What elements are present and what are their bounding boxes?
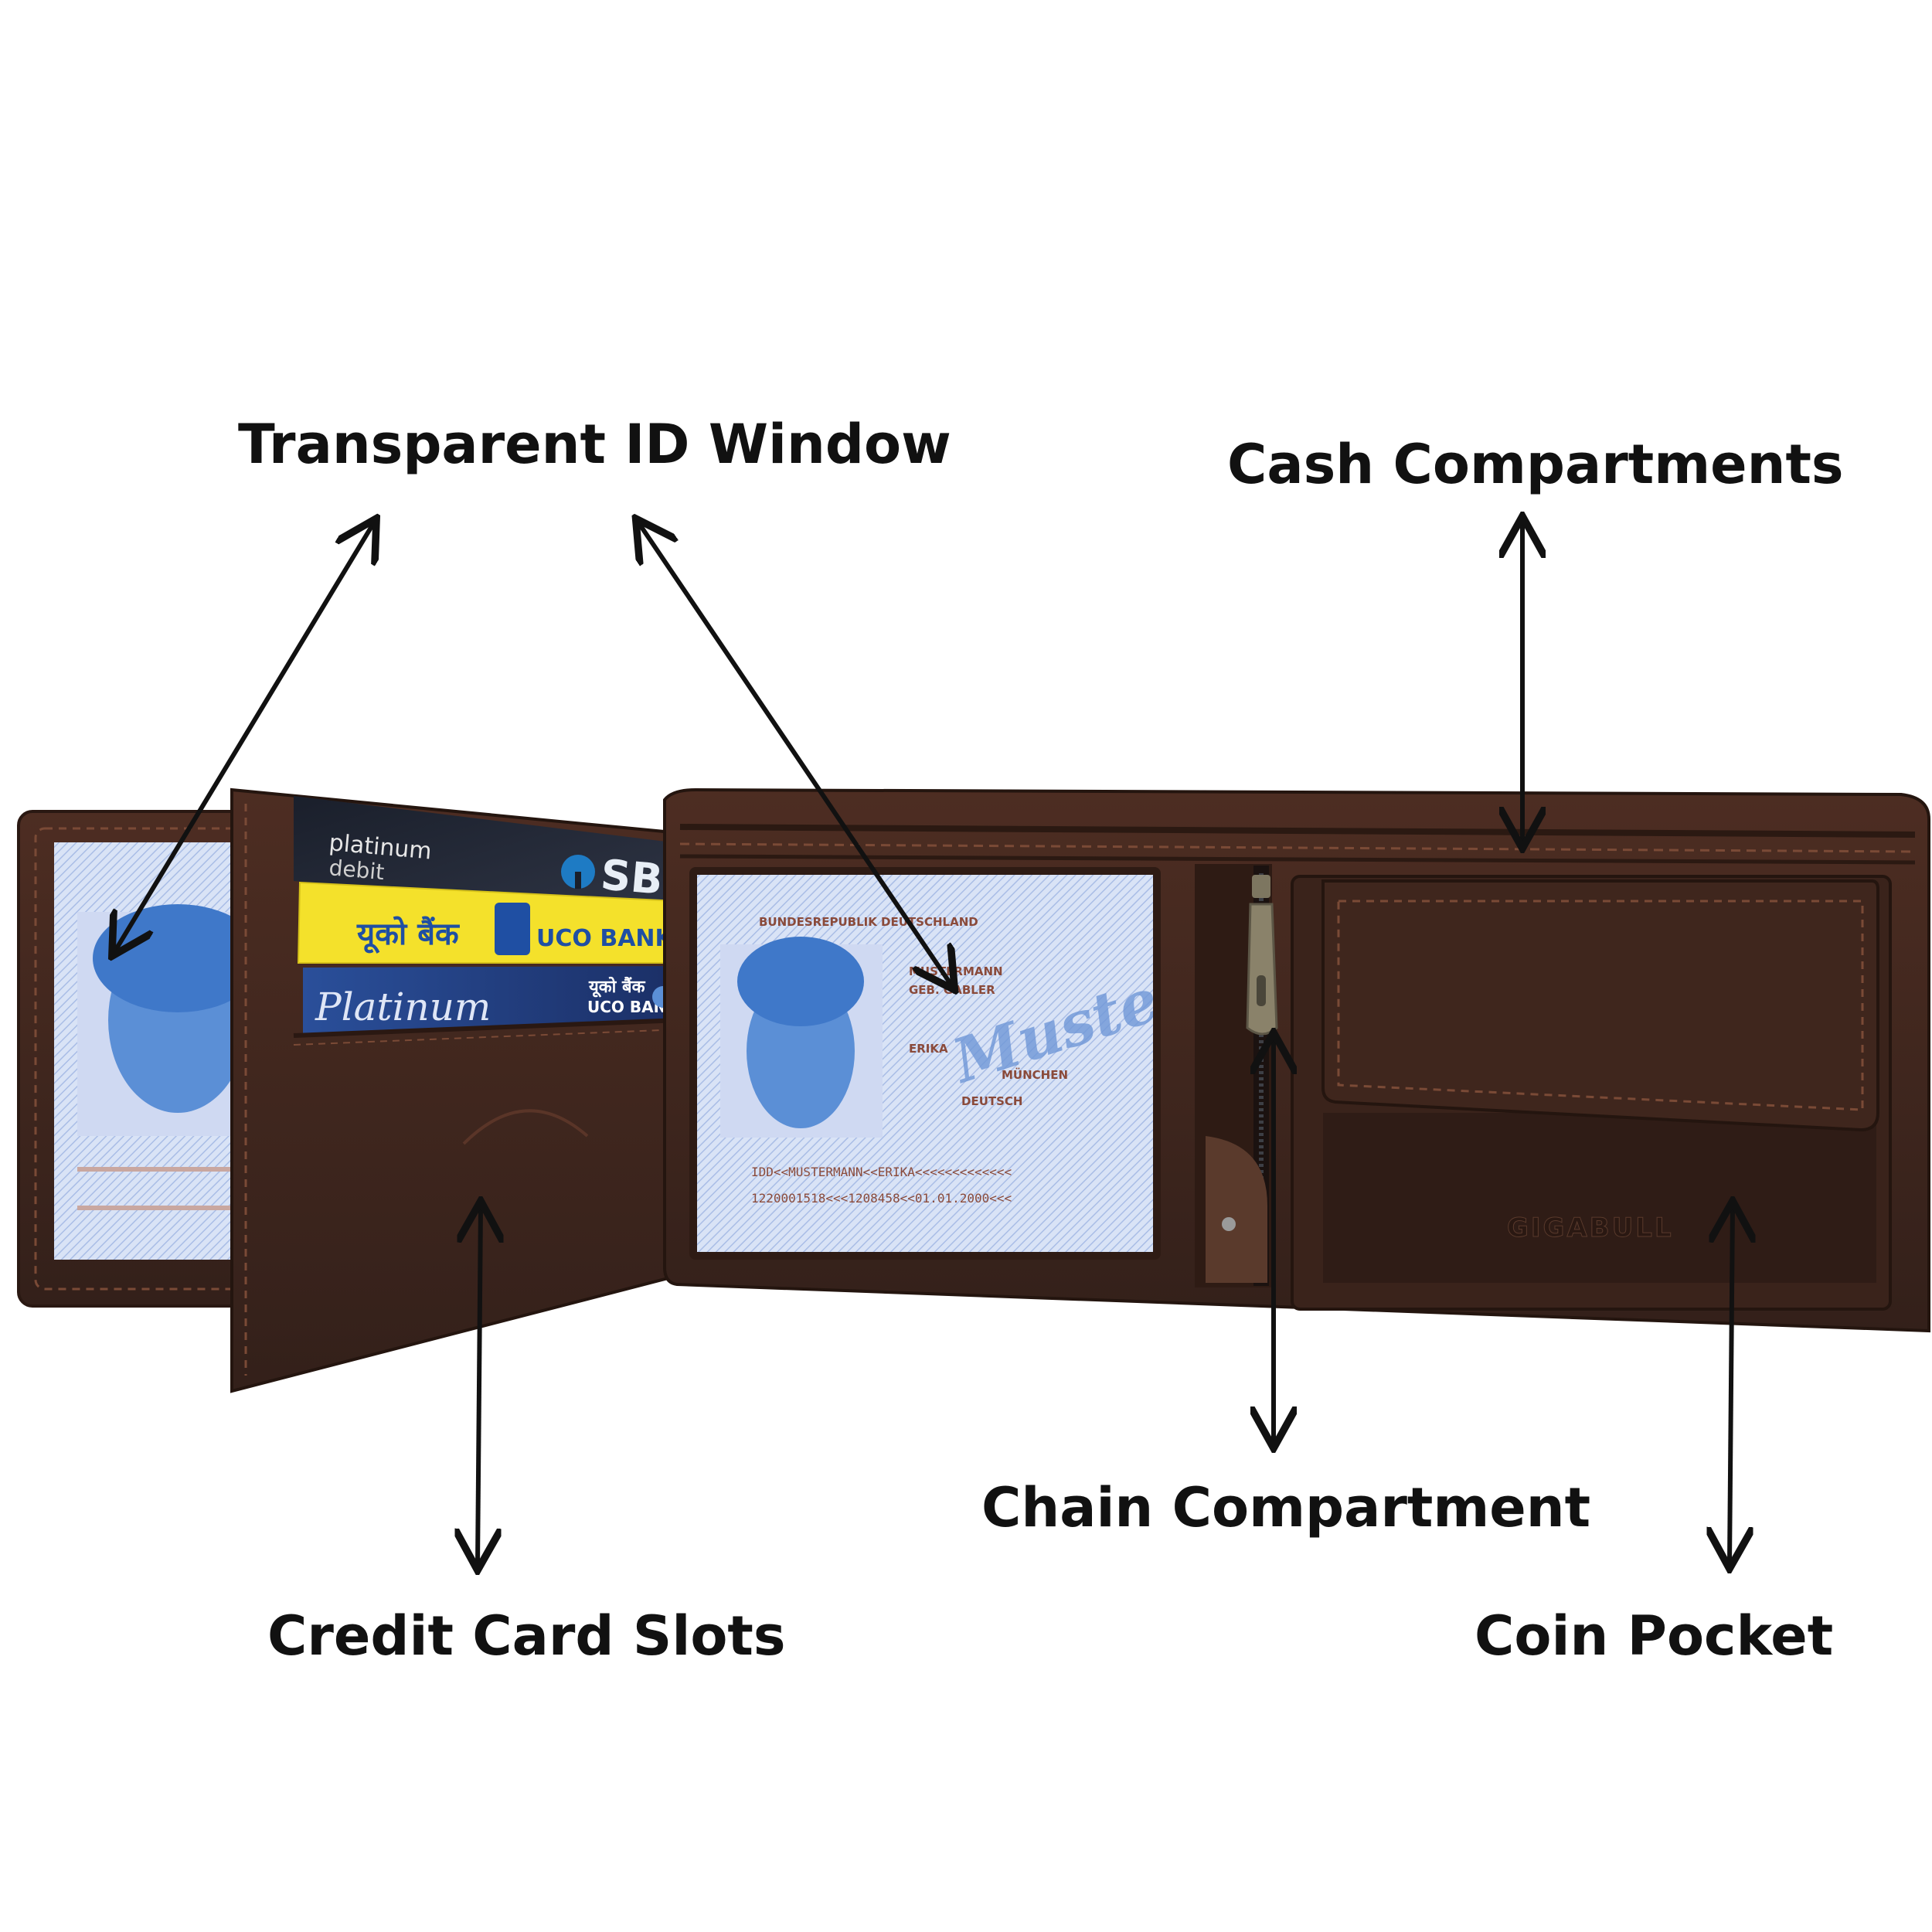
id-mrz-line-1: IDD<<MUSTERMANN<<ERIKA<<<<<<<<<<<<< [751,1165,1012,1179]
id-nationality-text: DEUTSCH [961,1094,1022,1108]
card-slot-pockets [244,804,681,1376]
callout-cash-compartments: Cash Compartments [1227,433,1844,496]
sbi-card-debit-text: debit [328,855,385,885]
uco-card-bank-text: UCO BANK [536,925,675,952]
left-id-window [54,842,240,1260]
uco-logo-icon [495,903,530,955]
callout-credit-card-slots: Credit Card Slots [267,1604,786,1668]
id-surname-text: MUSTERMANN [909,964,1003,978]
callout-coin-pocket: Coin Pocket [1475,1604,1834,1668]
main-id-window: BUNDESREPUBLIK DEUTSCHLAND MUSTERMANN GE… [689,867,1161,1260]
platinum-card-hindi-text: यूको बैंक [588,976,646,998]
id-givenname-text: ERIKA [909,1042,948,1056]
coin-pocket-flap [1321,879,1879,1132]
callout-arrows [114,521,1733,1566]
coin-pocket: GIGABULL [1291,875,1892,1311]
uco-card-hindi-text: यूको बैंक [356,916,460,954]
arrow-coin-pocket [1730,1206,1733,1564]
platinum-card-script-text: Platinum [315,985,491,1029]
chain-compartment [1195,864,1278,1287]
arrow-id-window-left [114,522,374,952]
id-country-text: BUNDESREPUBLIK DEUTSCHLAND [759,915,978,929]
brand-emboss-text: GIGABULL [1507,1213,1674,1243]
callout-chain-compartment: Chain Compartment [981,1476,1591,1539]
id-place-text: MÜNCHEN [1002,1067,1068,1082]
id-mrz-line-2: 1220001518<<<1208458<<01.01.2000<<< [751,1191,1012,1206]
arrow-credit-card-slots [478,1206,481,1566]
uco-platinum-card: Platinum यूको बैंक UCO BANK [303,966,679,1036]
callout-transparent-id-window: Transparent ID Window [238,413,951,476]
arrow-id-window-right [638,522,952,986]
